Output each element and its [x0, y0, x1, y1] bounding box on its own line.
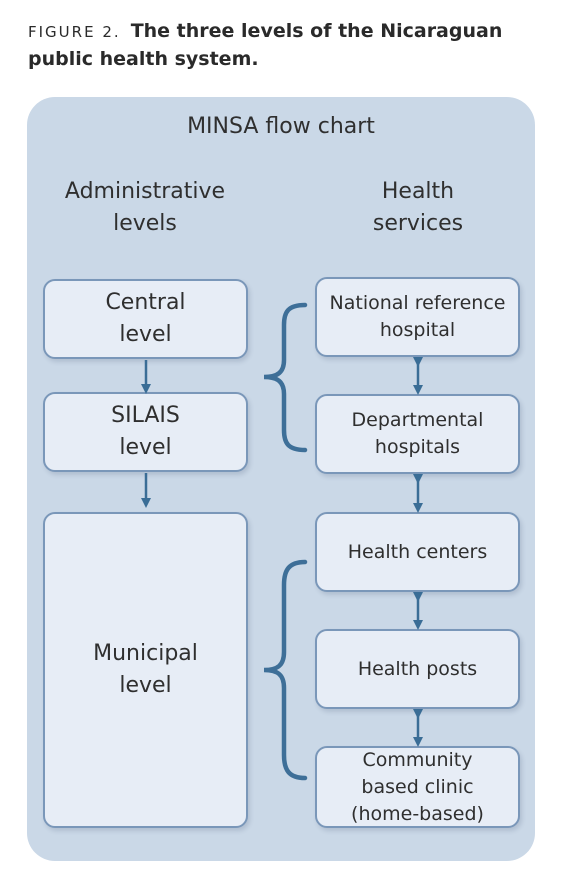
diagram-title: MINSA flow chart — [187, 114, 375, 139]
admin-box-label: Central level — [105, 290, 186, 347]
admin-box-label: Municipal level — [93, 641, 198, 698]
service-box-label: Community based clinic (home-based) — [351, 748, 484, 825]
service-box-label: National reference hospital — [329, 292, 506, 341]
service-box-community-clinic: Community based clinic (home-based) — [315, 746, 520, 828]
admin-levels-heading: Administrative levels — [64, 179, 226, 236]
service-box-national-hospital: National reference hospital — [315, 277, 520, 357]
admin-box-label: SILAIS level — [111, 403, 180, 460]
service-box-label: Health centers — [347, 540, 488, 563]
service-box-health-centers: Health centers — [315, 512, 520, 592]
admin-box-silais: SILAIS level — [43, 392, 248, 472]
admin-box-municipal: Municipal level — [43, 512, 248, 828]
admin-box-central: Central level — [43, 279, 248, 359]
figure-caption: FIGURE 2. The three levels of the Nicara… — [28, 18, 548, 73]
figure-title: The three levels of the Nicaraguan publi… — [28, 20, 503, 70]
service-box-health-posts: Health posts — [315, 629, 520, 709]
service-box-label: Departmental hospitals — [351, 409, 484, 458]
health-services-heading: Health services — [372, 179, 464, 236]
figure-label: FIGURE 2. — [28, 23, 121, 41]
service-box-departmental-hospitals: Departmental hospitals — [315, 394, 520, 474]
service-box-label: Health posts — [357, 657, 478, 680]
